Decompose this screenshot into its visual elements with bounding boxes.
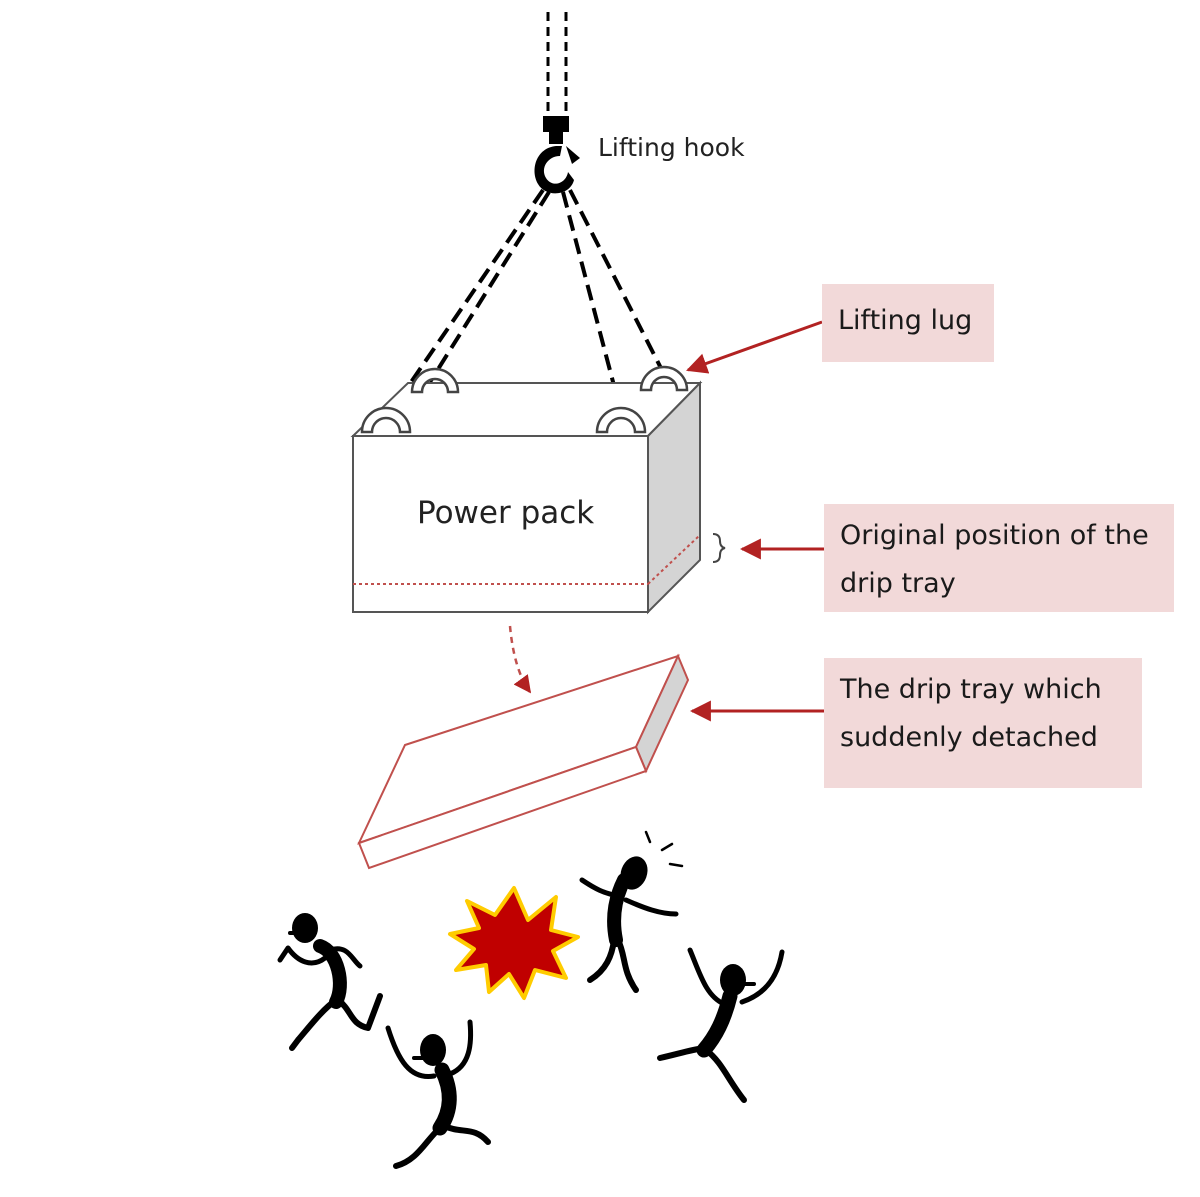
callout-drip-tray-line1: The drip tray which <box>840 674 1102 705</box>
drip-tray <box>357 653 690 870</box>
crane-cable <box>546 12 568 118</box>
explosion-burst-icon <box>448 886 580 1000</box>
lifting-hook-label: Lifting hook <box>598 133 745 162</box>
stick-figure-1 <box>277 913 383 1051</box>
stick-figure-2 <box>385 1019 491 1169</box>
callout-original-position-line1: Original position of the <box>840 520 1149 551</box>
lifting-lug-icon <box>360 365 689 434</box>
fall-trajectory-arrow <box>508 625 532 694</box>
stick-figure-3 <box>579 830 684 993</box>
power-pack-label: Power pack <box>417 495 595 531</box>
callout-lifting-lug-text: Lifting lug <box>838 305 973 336</box>
stick-figure-icon <box>277 830 785 1169</box>
callout-drip-tray-line2: suddenly detached <box>840 722 1098 753</box>
lifting-slings <box>383 188 667 422</box>
callout-drip-tray: The drip tray which suddenly detached <box>824 658 1142 788</box>
callout-arrows <box>686 320 824 722</box>
brace-marker <box>712 533 726 563</box>
callout-lifting-lug: Lifting lug <box>822 284 994 362</box>
lifting-hook-icon <box>534 116 580 194</box>
stick-figure-4 <box>657 947 785 1103</box>
callout-original-position-line2: drip tray <box>840 568 956 599</box>
callout-original-position: Original position of the drip tray <box>824 504 1174 612</box>
power-pack-box <box>350 380 703 615</box>
